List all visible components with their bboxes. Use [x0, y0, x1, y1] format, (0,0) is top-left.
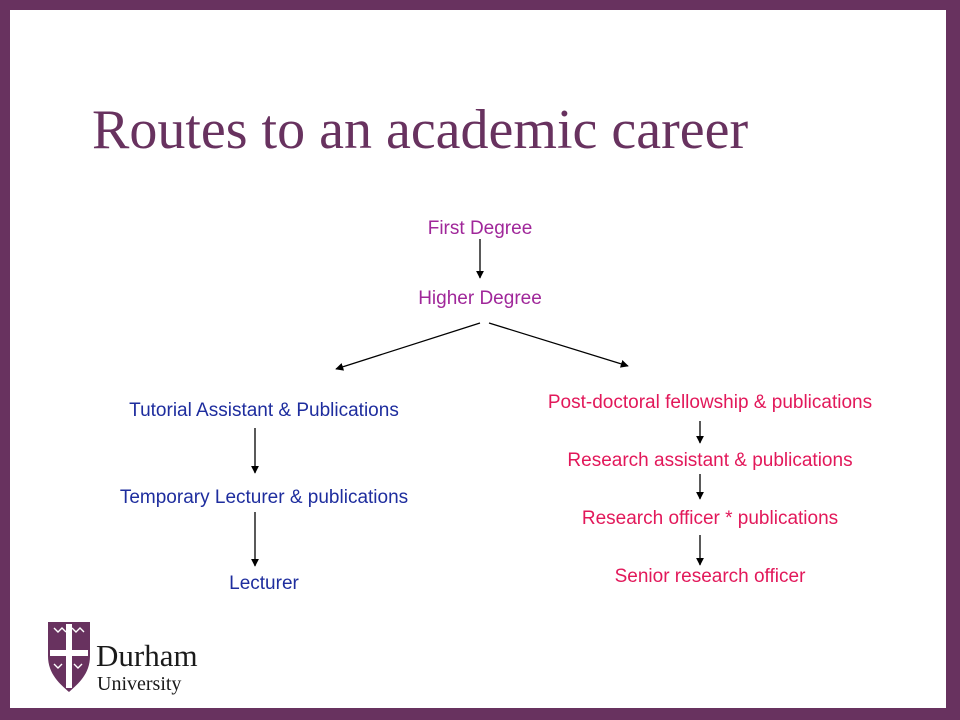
node-senior-research-officer: Senior research officer [614, 566, 806, 587]
node-first-degree: First Degree [427, 218, 533, 239]
connector-arrows [251, 239, 704, 567]
node-temporary-lecturer: Temporary Lecturer & publications [119, 487, 409, 508]
node-lecturer: Lecturer [229, 573, 299, 594]
node-tutorial-assistant: Tutorial Assistant & Publications [129, 400, 399, 421]
node-postdoc-fellowship: Post-doctoral fellowship & publications [547, 392, 873, 413]
arrow-higher-to-tutorial [335, 322, 481, 371]
slide-title: Routes to an academic career [92, 99, 749, 161]
durham-university-logo: Durham University [46, 620, 226, 705]
logo-name-durham: Durham [96, 638, 198, 673]
node-research-officer: Research officer * publications [581, 508, 839, 529]
durham-crest-icon [48, 622, 90, 692]
slide: Routes to an academic career First Degre… [10, 10, 946, 708]
logo-name-university: University [97, 673, 181, 695]
node-research-assistant: Research assistant & publications [567, 450, 853, 471]
node-higher-degree: Higher Degree [418, 288, 542, 309]
arrow-higher-to-postdoc [488, 322, 629, 368]
